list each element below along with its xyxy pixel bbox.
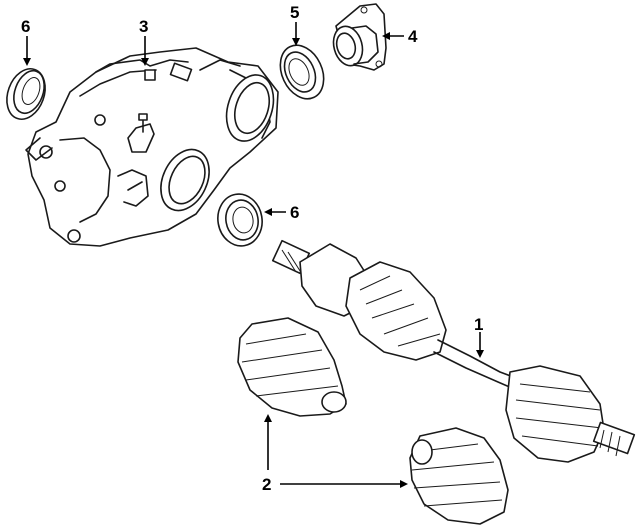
drive-shaft-part-1 — [271, 239, 636, 463]
seal-part-6-lower — [217, 193, 263, 247]
callout-4: 4 — [408, 27, 418, 46]
callout-1: 1 — [474, 315, 483, 334]
callout-leaders — [23, 22, 484, 488]
differential-housing-part-3 — [25, 47, 279, 247]
callout-3: 3 — [139, 17, 148, 36]
callout-6-lower: 6 — [290, 203, 299, 222]
callout-2: 2 — [262, 475, 271, 494]
callout-5: 5 — [290, 3, 299, 22]
seal-part-6-upper — [6, 68, 46, 120]
boot-part-2-right — [409, 427, 509, 525]
flange-boot-part-4 — [332, 3, 387, 71]
boot-part-2-left — [237, 317, 347, 417]
seal-part-5 — [279, 44, 325, 100]
callout-6-upper: 6 — [21, 17, 30, 36]
